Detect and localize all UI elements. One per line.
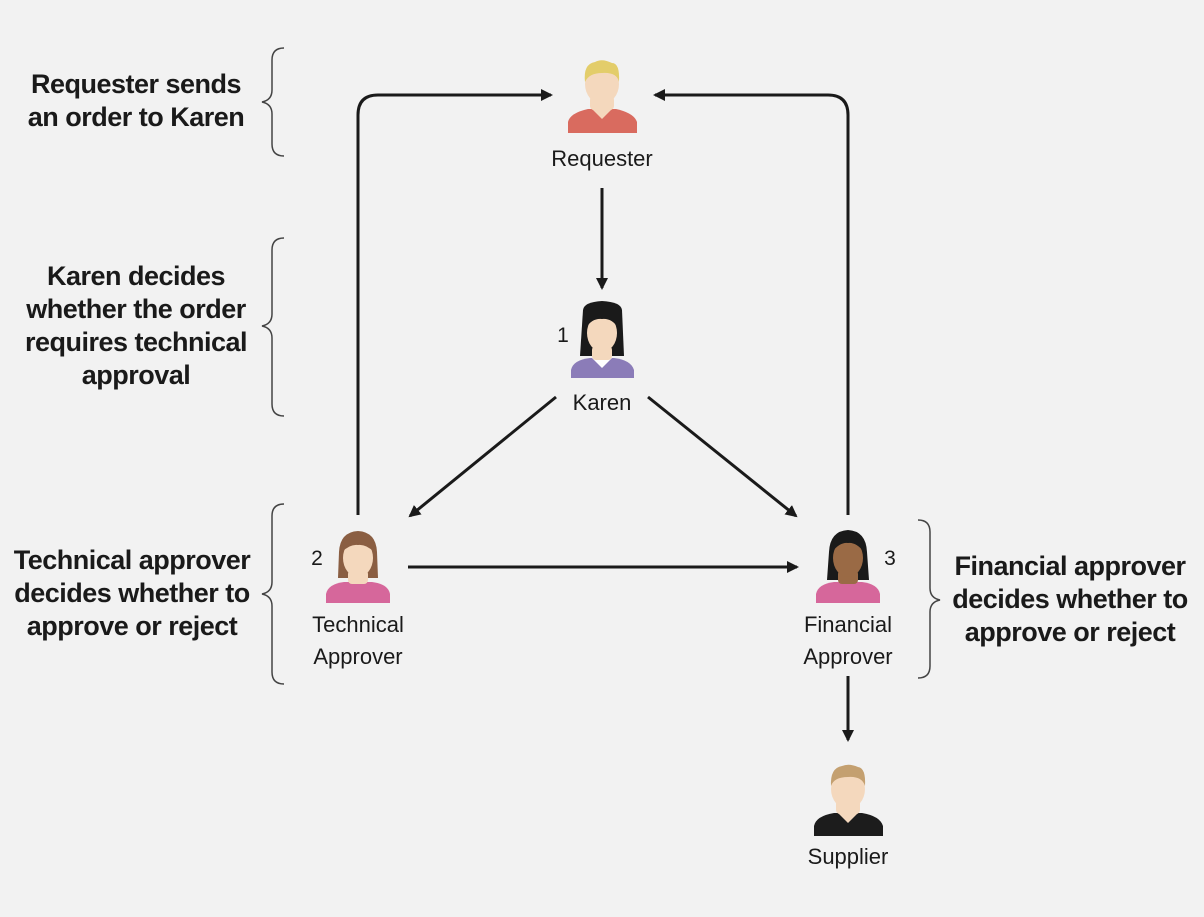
brace-requester — [261, 47, 285, 157]
brace-technical — [261, 503, 285, 685]
brace-karen — [261, 237, 285, 417]
annotation-technical-decides: Technical approver decides whether to ap… — [4, 544, 260, 643]
financial-approver-number: 3 — [884, 547, 896, 570]
annotation-line: decides whether to — [952, 584, 1188, 614]
annotation-line: Financial approver — [954, 551, 1186, 581]
karen-number: 1 — [557, 324, 569, 347]
annotation-line: approve or reject — [964, 617, 1176, 647]
brace-financial — [917, 519, 941, 679]
technical-approver-icon — [326, 531, 390, 603]
requester-label: Requester — [551, 146, 653, 171]
supplier-icon — [814, 764, 883, 836]
financial-approver-label-line1: Financial — [804, 612, 892, 637]
arrows — [356, 89, 854, 742]
annotation-line: decides whether to — [14, 578, 250, 608]
financial-approver-label-line2: Approver — [803, 644, 892, 669]
arrow-financial-to-requester — [653, 89, 850, 515]
annotation-requester-sends: Requester sends an order to Karen — [12, 68, 260, 134]
annotation-line: requires technical — [24, 327, 248, 357]
supplier-label: Supplier — [808, 844, 889, 869]
annotation-karen-decides: Karen decides whether the order requires… — [12, 260, 260, 392]
karen-icon — [571, 301, 634, 378]
annotation-line: whether the order — [26, 294, 246, 324]
annotation-line: approval — [81, 360, 191, 390]
requester-icon — [568, 60, 637, 133]
annotation-financial-decides: Financial approver decides whether to ap… — [942, 550, 1198, 649]
arrow-karen-to-financial — [647, 395, 798, 518]
annotation-line: Karen decides — [46, 261, 226, 291]
karen-label: Karen — [573, 390, 632, 415]
technical-approver-label-line1: Technical — [312, 612, 404, 637]
technical-approver-number: 2 — [311, 547, 323, 570]
technical-approver-label-line2: Approver — [313, 644, 402, 669]
annotation-line: an order to Karen — [27, 102, 245, 132]
financial-approver-icon — [816, 530, 880, 603]
annotation-line: Requester sends — [30, 69, 242, 99]
arrow-technical-to-requester — [356, 89, 553, 515]
braces — [261, 47, 941, 685]
annotation-line: approve or reject — [26, 611, 238, 641]
arrow-karen-to-technical — [408, 395, 557, 518]
annotation-line: Technical approver — [13, 545, 251, 575]
